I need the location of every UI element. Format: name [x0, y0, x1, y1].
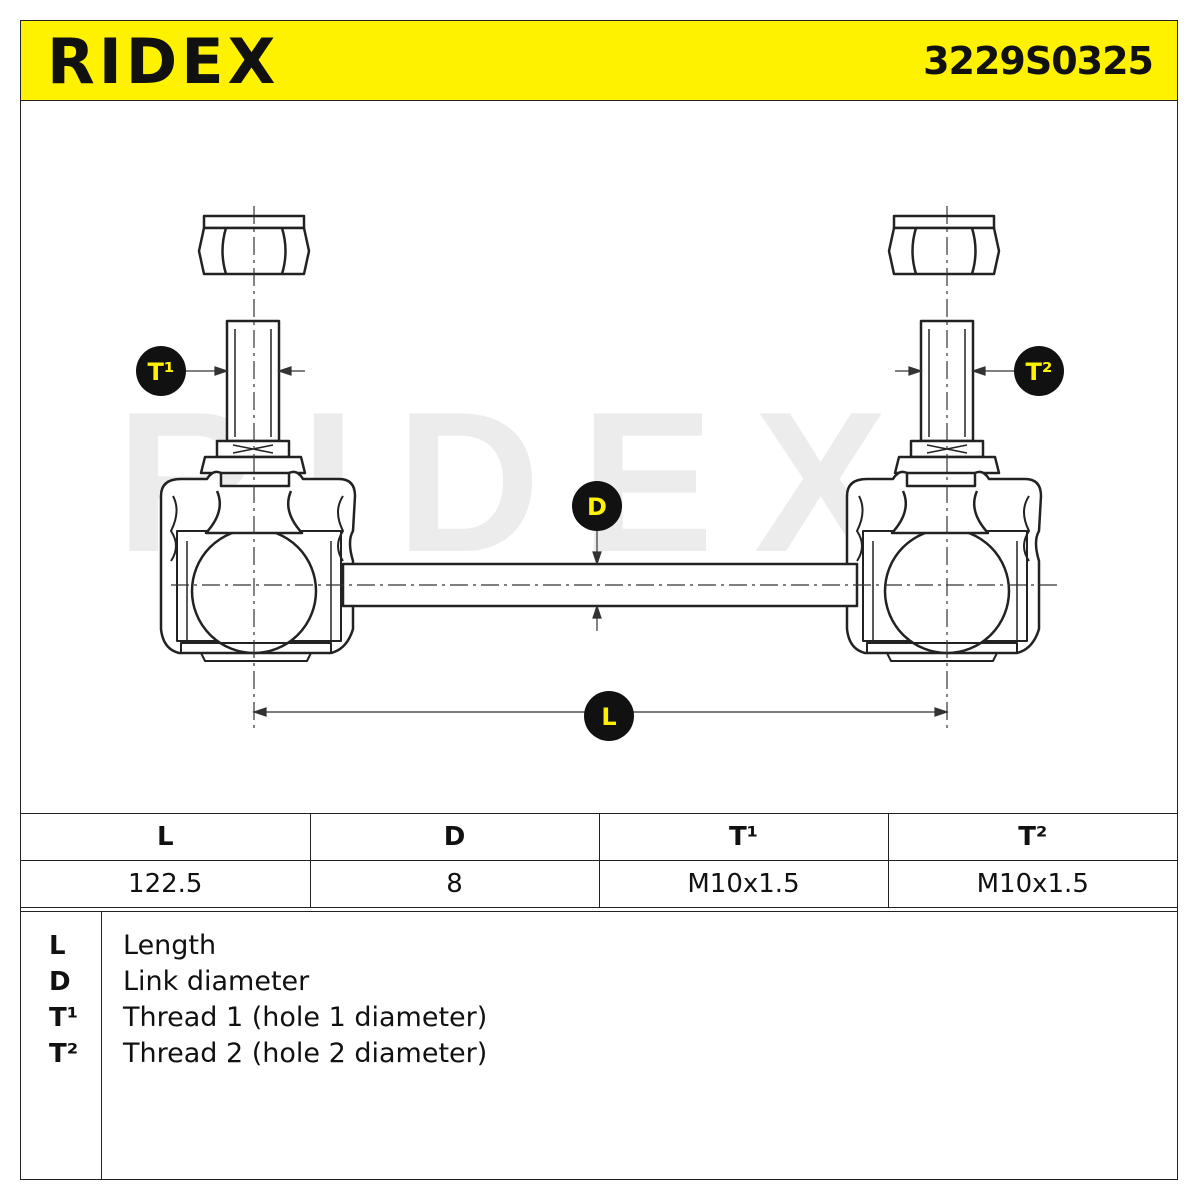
badge-t2-text: T² [1026, 358, 1053, 386]
badge-t1-text: T¹ [148, 358, 175, 386]
badge-l-text: L [601, 703, 616, 731]
legend-desc: Length [123, 930, 217, 961]
badge-d: D [572, 481, 622, 531]
legend-divider [101, 912, 102, 1179]
spec-header-d: D [309, 813, 600, 861]
spec-header-t1: T¹ [598, 813, 889, 861]
legend-key: D [49, 967, 71, 997]
spec-table: L D T¹ T² 122.5 8 M10x1.5 M10x1.5 [21, 813, 1177, 908]
legend-item: D Link diameter [21, 964, 1177, 1000]
technical-drawing: RIDEX [116, 206, 1064, 741]
spec-header-l: L [21, 813, 311, 861]
legend: L Length D Link diameter T¹ Thread 1 (ho… [21, 911, 1177, 1179]
badge-l: L [584, 691, 634, 741]
left-stud [199, 319, 307, 475]
legend-desc: Thread 2 (hole 2 diameter) [123, 1038, 488, 1069]
badge-t1: T¹ [136, 346, 186, 396]
spec-value-d: 8 [309, 860, 600, 908]
legend-key: T¹ [49, 1003, 79, 1033]
legend-item: L Length [21, 928, 1177, 964]
spec-value-t2: M10x1.5 [887, 860, 1177, 908]
brand-logo: RIDEX [47, 25, 280, 98]
legend-item: T² Thread 2 (hole 2 diameter) [21, 1036, 1177, 1072]
legend-key: L [49, 931, 66, 961]
legend-key: T² [49, 1039, 79, 1069]
spec-header-row: L D T¹ T² [21, 813, 1177, 861]
legend-item: T¹ Thread 1 (hole 1 diameter) [21, 1000, 1177, 1036]
badge-t2: T² [1014, 346, 1064, 396]
badge-d-text: D [587, 493, 607, 521]
spec-value-row: 122.5 8 M10x1.5 M10x1.5 [21, 860, 1177, 908]
spec-value-l: 122.5 [21, 860, 311, 908]
right-housing [845, 470, 1043, 662]
right-nut [887, 214, 1001, 276]
legend-desc: Thread 1 (hole 1 diameter) [123, 1002, 488, 1033]
drawing-frame: RIDEX 3229S0325 RIDEX [20, 20, 1178, 1180]
left-housing [159, 470, 357, 662]
header-bar: RIDEX 3229S0325 [21, 21, 1177, 101]
part-number: 3229S0325 [923, 39, 1154, 83]
spec-value-t1: M10x1.5 [598, 860, 889, 908]
legend-desc: Link diameter [123, 966, 310, 997]
spec-header-t2: T² [887, 813, 1177, 861]
